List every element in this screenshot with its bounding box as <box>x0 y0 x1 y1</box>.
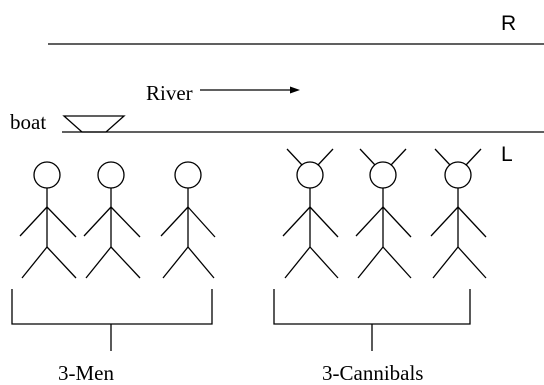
cannibals-group-bracket <box>273 289 471 351</box>
man-figure <box>83 161 141 279</box>
left-bank-label: L <box>501 143 513 166</box>
boat-shape <box>62 115 126 133</box>
man-figure <box>19 161 77 279</box>
boat-label: boat <box>10 110 47 134</box>
men-group-label: 3-Men <box>58 361 114 385</box>
man-figure <box>160 161 216 279</box>
river-label: River <box>146 81 193 105</box>
men-group-bracket <box>11 289 213 351</box>
river-flow-arrow <box>200 86 300 94</box>
cannibals-group-label: 3-Cannibals <box>322 361 424 385</box>
cannibal-figure <box>430 148 487 279</box>
cannibal-figure <box>282 148 339 279</box>
right-bank-label: R <box>501 12 517 35</box>
cannibal-figure <box>355 148 412 279</box>
